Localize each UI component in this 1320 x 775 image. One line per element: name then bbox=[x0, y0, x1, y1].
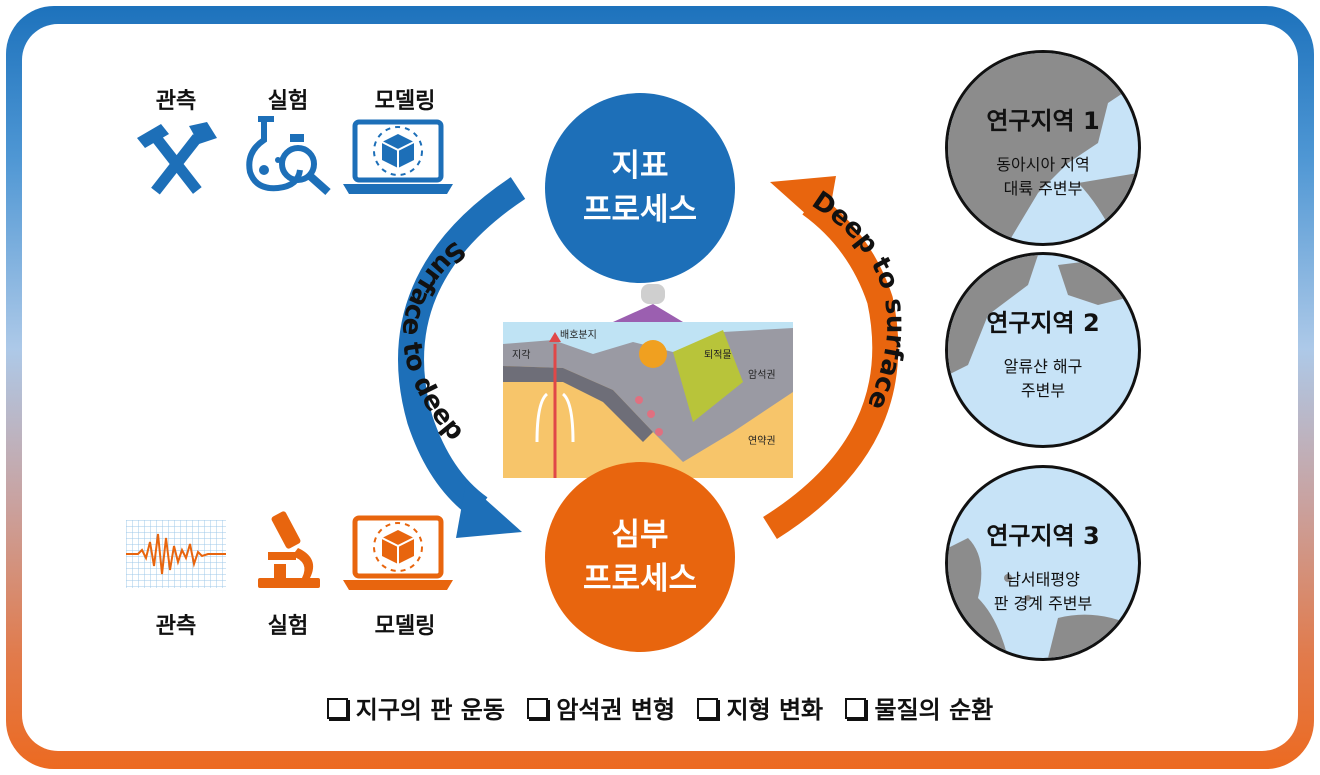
surface-to-deep-arrowhead bbox=[456, 482, 522, 538]
microscope-icon bbox=[258, 511, 320, 588]
topic-4-label: 물질의 순환 bbox=[874, 696, 994, 724]
surface-process-line1: 지표 bbox=[611, 148, 669, 184]
cycle-arrows: Surface to deep Deep to surface bbox=[396, 176, 911, 540]
region-2-desc-line2: 주변부 bbox=[1020, 381, 1066, 400]
top-label-experiment: 실험 bbox=[267, 89, 309, 114]
surface-process-line2: 프로세스 bbox=[582, 192, 698, 228]
laptop-cube-icon bbox=[343, 119, 453, 194]
topic-3-label: 지형 변화 bbox=[726, 696, 824, 724]
top-label-observation: 관측 bbox=[155, 89, 197, 114]
topic-3: 지형 변화 bbox=[697, 696, 823, 724]
deep-to-surface-label: Deep to surface bbox=[807, 186, 911, 414]
checkbox-icon bbox=[527, 698, 549, 719]
label-lithosphere: 암석권 bbox=[748, 370, 776, 381]
seismogram-icon bbox=[126, 520, 226, 588]
topics-row: 지구의 판 운동 암석권 변형 지형 변화 물질의 순환 bbox=[0, 690, 1320, 725]
region-1-desc-line2: 대륙 주변부 bbox=[1003, 179, 1083, 198]
region-2-desc: 알류샨 해구 주변부 bbox=[948, 355, 1138, 403]
topic-1-label: 지구의 판 운동 bbox=[355, 696, 505, 724]
deep-process-line2: 프로세스 bbox=[582, 561, 698, 597]
deep-process-line1: 심부 bbox=[611, 517, 669, 553]
region-1-desc-line1: 동아시아 지역 bbox=[996, 155, 1090, 174]
surface-process-circle: 지표 프로세스 bbox=[545, 93, 735, 283]
top-label-modeling: 모델링 bbox=[374, 89, 436, 114]
laptop-cube-icon bbox=[343, 515, 453, 590]
region-3-desc: 남서태평양 판 경계 주변부 bbox=[948, 568, 1138, 616]
bottom-label-modeling: 모델링 bbox=[374, 614, 436, 639]
checkbox-icon bbox=[326, 698, 348, 719]
label-backarc-basin: 배호분지 bbox=[560, 330, 597, 341]
region-2-map bbox=[948, 255, 1138, 375]
region-3-desc-line2: 판 경계 주변부 bbox=[993, 594, 1093, 613]
topic-1: 지구의 판 운동 bbox=[326, 696, 505, 724]
deep-process-circle: 심부 프로세스 bbox=[545, 462, 735, 652]
region-3-desc-line1: 남서태평양 bbox=[1006, 570, 1080, 589]
topic-2-label: 암석권 변형 bbox=[556, 696, 676, 724]
topic-2: 암석권 변형 bbox=[527, 696, 675, 724]
region-2-title: 연구지역 2 bbox=[986, 309, 1100, 337]
checkbox-icon bbox=[845, 698, 867, 719]
checkbox-icon bbox=[697, 698, 719, 719]
flask-magnifier-icon bbox=[246, 116, 331, 195]
deep-to-surface-arrowhead bbox=[770, 176, 836, 232]
topic-4: 물질의 순환 bbox=[845, 696, 993, 724]
region-1-map bbox=[948, 53, 1138, 243]
surface-to-deep-arrow bbox=[398, 177, 526, 519]
region-3-circle: 연구지역 3 남서태평양 판 경계 주변부 bbox=[945, 465, 1141, 661]
region-1-desc: 동아시아 지역 대륙 주변부 bbox=[948, 153, 1138, 201]
bottom-label-observation: 관측 bbox=[155, 614, 197, 639]
bottom-label-experiment: 실험 bbox=[267, 614, 309, 639]
region-1-circle: 연구지역 1 동아시아 지역 대륙 주변부 bbox=[945, 50, 1141, 246]
hammer-pick-icon bbox=[137, 122, 217, 195]
region-3-map bbox=[948, 538, 1138, 658]
subduction-cross-section bbox=[503, 284, 793, 478]
region-1-title: 연구지역 1 bbox=[986, 107, 1100, 135]
label-crust: 지각 bbox=[512, 350, 531, 361]
svg-text:Deep to surface: Deep to surface bbox=[807, 186, 911, 414]
label-asthenosphere: 연약권 bbox=[748, 436, 776, 447]
region-2-circle: 연구지역 2 알류샨 해구 주변부 bbox=[945, 252, 1141, 448]
deep-to-surface-arrow bbox=[763, 193, 899, 540]
label-sediment: 퇴적물 bbox=[704, 350, 732, 361]
region-3-title: 연구지역 3 bbox=[986, 522, 1100, 550]
region-2-desc-line1: 알류샨 해구 bbox=[1003, 357, 1083, 376]
